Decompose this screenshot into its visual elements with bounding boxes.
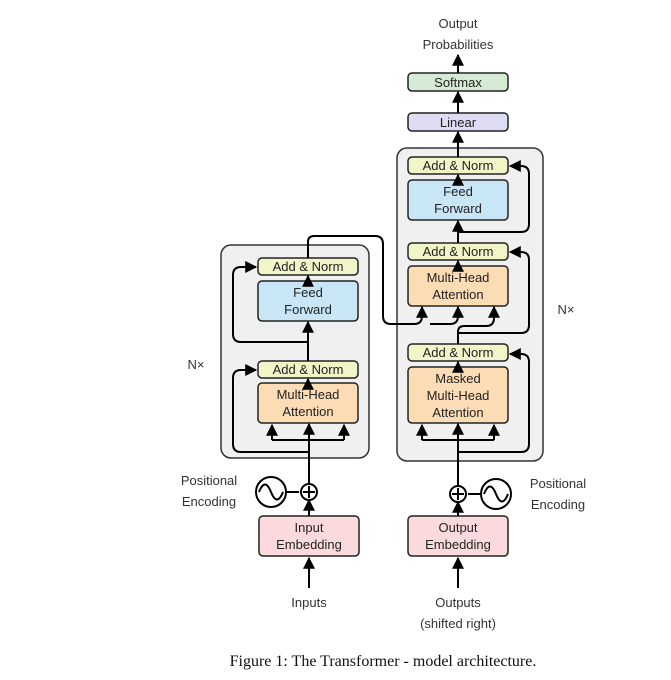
decoder-masked-attention-line1: Masked: [435, 371, 481, 386]
decoder-feed-forward-line2: Forward: [434, 201, 482, 216]
encoder-nx-label: N×: [188, 357, 205, 372]
encoder-positional-encoding: [255, 476, 318, 508]
output-probabilities-line2: Probabilities: [423, 37, 494, 52]
decoder-attention-line1: Multi-Head: [427, 270, 490, 285]
softmax-label: Softmax: [434, 75, 482, 90]
decoder-positional-line1: Positional: [530, 476, 586, 491]
encoder-stack: [220, 244, 370, 459]
decoder-add-norm-mid-label: Add & Norm: [423, 244, 494, 259]
figure-caption: Figure 1: The Transformer - model archit…: [230, 653, 537, 670]
decoder-masked-attention-line3: Attention: [432, 405, 483, 420]
decoder-positional-line2: Encoding: [531, 497, 585, 512]
output-embedding-line2: Embedding: [425, 537, 491, 552]
inputs-label: Inputs: [291, 595, 327, 610]
encoder-add-norm-top-label: Add & Norm: [273, 259, 344, 274]
encoder-feed-forward-line2: Forward: [284, 302, 332, 317]
linear-label: Linear: [440, 115, 477, 130]
encoder-attention-line2: Attention: [282, 404, 333, 419]
output-probabilities-line1: Output: [438, 16, 477, 31]
decoder-masked-attention-line2: Multi-Head: [427, 388, 490, 403]
decoder-positional-encoding: [449, 478, 512, 510]
decoder-add-norm-bottom-label: Add & Norm: [423, 345, 494, 360]
decoder-add-norm-top-label: Add & Norm: [423, 158, 494, 173]
encoder-decoder-connector: [307, 235, 464, 325]
encoder-attention-line1: Multi-Head: [277, 387, 340, 402]
encoder-add-norm-bottom-label: Add & Norm: [273, 362, 344, 377]
decoder-attention-line2: Attention: [432, 287, 483, 302]
input-embedding-line2: Embedding: [276, 537, 342, 552]
input-embedding-line1: Input: [295, 520, 324, 535]
decoder-nx-label: N×: [558, 302, 575, 317]
output-embedding-line1: Output: [438, 520, 477, 535]
encoder-feed-forward-line1: Feed: [293, 285, 323, 300]
decoder-feed-forward-line1: Feed: [443, 184, 473, 199]
outputs-label-line2: (shifted right): [420, 616, 496, 631]
encoder-positional-line1: Positional: [181, 473, 237, 488]
decoder-connectors: [416, 53, 530, 588]
outputs-label-line1: Outputs: [435, 595, 481, 610]
encoder-positional-line2: Encoding: [182, 494, 236, 509]
encoder-connectors: [232, 261, 350, 588]
